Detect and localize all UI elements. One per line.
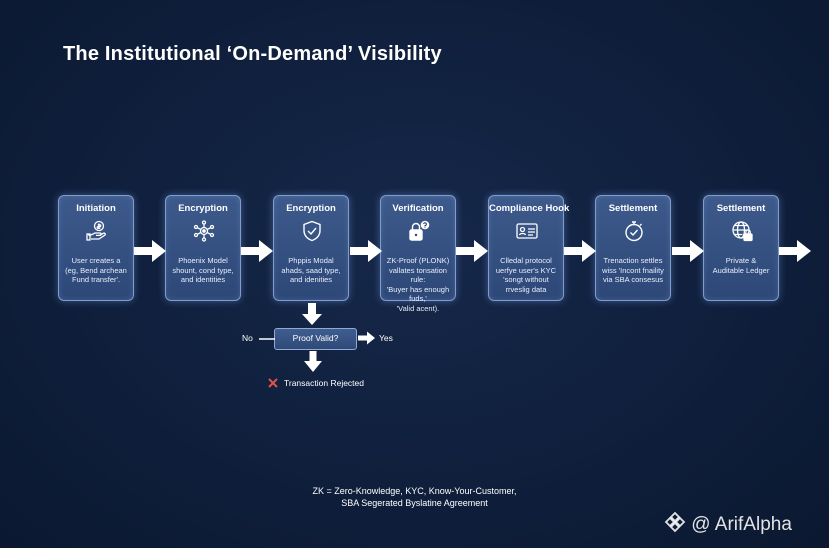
step-title: Initiation <box>76 203 116 214</box>
decision-proof-valid: Proof Valid? <box>274 328 357 350</box>
footnote-line-1: ZK = Zero-Knowledge, KYC, Know-Your-Cust… <box>312 486 517 496</box>
step-encryption-1: Encryption Phoenix Model shount, cond ty… <box>165 195 241 301</box>
globe-lock-icon <box>732 221 753 242</box>
page-title: The Institutional ‘On-Demand’ Visibility <box>63 43 442 65</box>
stopwatch-check-icon <box>625 221 643 242</box>
step-compliance-hook: Compliance Hook Clledal protocol uerfye … <box>488 195 570 301</box>
step-title: Settlement <box>608 203 658 214</box>
hand-coin-icon <box>86 220 106 241</box>
flow-arrow <box>564 240 596 262</box>
step-initiation: Initiation User creates a (eg, Bend arch… <box>58 195 134 301</box>
network-gear-icon <box>193 220 215 242</box>
flow-arrow <box>456 240 488 262</box>
step-title: Encryption <box>178 203 228 214</box>
step-title: Compliance Hook <box>489 203 570 214</box>
step-verification: Verification ZK-Proof (PLONK) vallates t… <box>380 195 456 313</box>
step-description: Trenaction settles wiss 'Incont fnaility… <box>602 256 664 284</box>
cross-icon <box>268 378 278 388</box>
step-settlement-1: Settlement Trenaction settles wiss 'Inco… <box>595 195 671 301</box>
id-card-icon <box>516 223 538 239</box>
flow-arrow <box>672 240 704 262</box>
decision-yes-label: Yes <box>379 333 393 343</box>
step-description: User creates a (eg, Bend archean Fund tr… <box>65 256 127 284</box>
down-arrow <box>302 303 322 325</box>
step-description: Phoenix Model shount, cond type, and ide… <box>172 256 234 284</box>
step-title: Verification <box>392 203 444 214</box>
arifalpha-logo-icon <box>664 511 686 533</box>
footnote-line-2: SBA Segerated Byslatine Agreement <box>341 498 488 508</box>
step-description: ZK-Proof (PLONK) vallates tonsation rule… <box>386 256 450 313</box>
decision-no-label: No <box>242 333 253 343</box>
lock-question-icon <box>409 220 430 241</box>
yes-arrow <box>358 331 375 345</box>
step-settlement-2: Settlement Private & Auditable Ledger <box>703 195 779 301</box>
rejected-label: Transaction Rejected <box>284 378 365 388</box>
step-title: Encryption <box>286 203 336 214</box>
step-encryption-2: Encryption Phppis Modal ahads, saad type… <box>273 195 349 301</box>
flow-arrow <box>350 240 382 262</box>
step-title: Settlement <box>716 203 766 214</box>
down-arrow <box>304 351 322 372</box>
step-description: Clledal protocol uerfye user's KYC 'song… <box>495 256 557 294</box>
flow-arrow <box>134 240 166 262</box>
watermark: @ ArifAlpha <box>664 511 792 536</box>
shield-check-icon <box>303 220 321 242</box>
flow-arrow <box>779 240 811 262</box>
step-description: Private & Auditable Ledger <box>712 256 770 275</box>
no-connector-line <box>259 338 275 340</box>
step-description: Phppis Modal ahads, saad type, and ideni… <box>281 256 341 284</box>
watermark-label: @ ArifAlpha <box>691 514 792 535</box>
flow-arrow <box>241 240 273 262</box>
